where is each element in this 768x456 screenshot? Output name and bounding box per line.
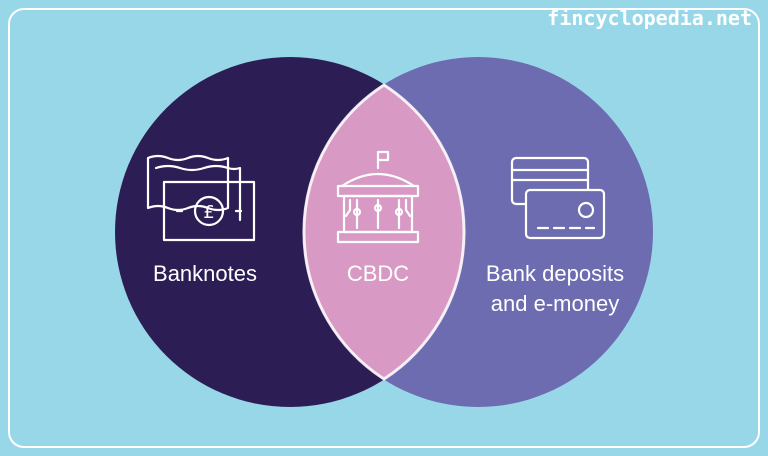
cards-icon	[510, 156, 606, 240]
outer-frame	[8, 8, 760, 448]
banknotes-label: Banknotes	[153, 261, 257, 286]
watermark: fincyclopedia.net	[547, 6, 752, 30]
central-bank-circuit-icon	[336, 150, 420, 244]
banknotes-icon: £	[146, 154, 256, 242]
overlap-outline	[302, 83, 466, 381]
bank-deposits-line2: and e-money	[490, 291, 620, 316]
bank-deposits-label: Bank deposits and e-money	[480, 259, 630, 319]
cbdc-label: CBDC	[346, 261, 410, 286]
overlap-region	[303, 57, 465, 407]
svg-text:£: £	[203, 202, 214, 223]
bank-deposits-line1: Bank deposits	[485, 261, 625, 286]
